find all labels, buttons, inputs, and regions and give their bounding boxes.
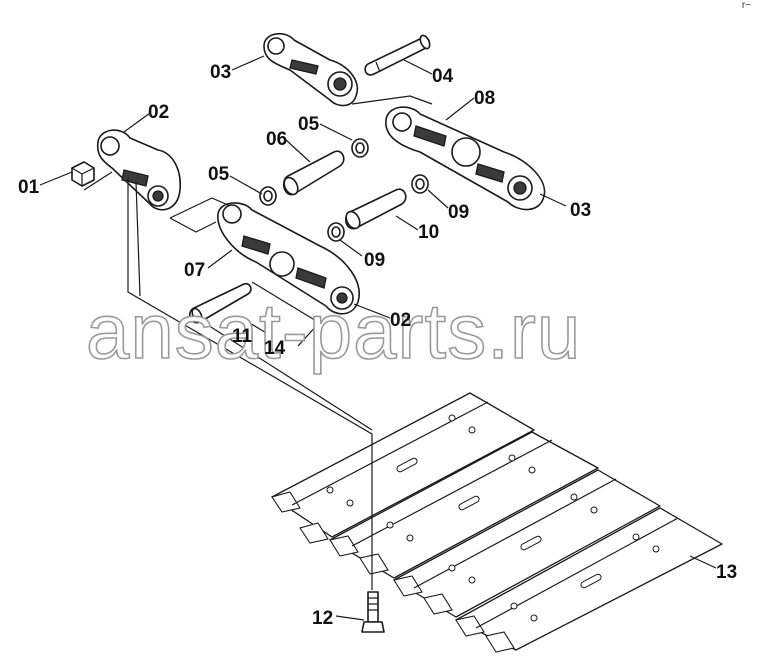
- assembly-guide-lines: [83, 95, 433, 590]
- master-pin: [188, 282, 252, 324]
- seal-ring-lower-right: [411, 174, 429, 194]
- callout-14: 14: [264, 338, 286, 359]
- track-link-top: [263, 33, 359, 107]
- track-shoe-assembly: [271, 392, 723, 653]
- callout-03-right: 03: [570, 200, 591, 221]
- callout-09-lower: 09: [364, 250, 385, 271]
- callout-05-upper: 05: [298, 114, 320, 135]
- seal-ring-upper-right: [351, 138, 369, 158]
- callout-07: 07: [184, 260, 205, 281]
- bushing-upper: [282, 150, 345, 196]
- callout-03-top: 03: [210, 62, 231, 83]
- callout-04: 04: [432, 66, 454, 87]
- callout-06: 06: [266, 129, 287, 150]
- seal-ring-upper-left: [259, 186, 277, 206]
- corner-mark: r~: [741, 0, 751, 11]
- callout-12: 12: [312, 608, 333, 629]
- callout-05-lower: 05: [208, 164, 230, 185]
- callout-leaders: [39, 55, 717, 621]
- callout-labels: 01 02 03 04 05 06 08 05 09 10 09 03 07 0…: [18, 62, 737, 629]
- callout-10: 10: [418, 222, 439, 243]
- bushing-lower: [344, 188, 407, 230]
- callout-02-upper: 02: [148, 102, 169, 123]
- track-nut: [71, 161, 95, 187]
- seal-ring-lower-left: [327, 222, 345, 242]
- track-bolt: [361, 591, 385, 633]
- track-link-right: [385, 106, 546, 211]
- track-link-left: [96, 129, 181, 211]
- callout-01: 01: [18, 177, 40, 198]
- track-link-middle: [217, 202, 360, 315]
- callout-13: 13: [716, 562, 737, 583]
- callout-02-lower: 02: [390, 310, 411, 331]
- track-pin: [364, 34, 431, 76]
- callout-09-upper: 09: [448, 202, 469, 223]
- callout-11: 11: [232, 326, 253, 347]
- watermark-text: ansat-parts.ru: [86, 287, 581, 375]
- callout-08: 08: [474, 88, 495, 109]
